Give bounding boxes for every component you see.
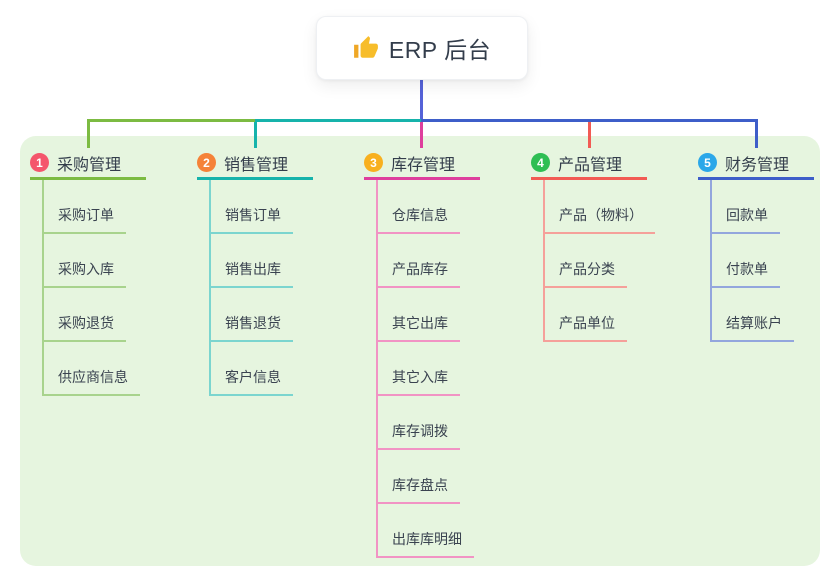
- child-label: 客户信息: [225, 369, 281, 385]
- connector-drop-4: [588, 122, 591, 148]
- child-item[interactable]: 仓库信息: [378, 180, 460, 234]
- child-label: 销售订单: [225, 207, 281, 223]
- child-item[interactable]: 产品分类: [545, 234, 627, 288]
- branch-procurement: 1 采购管理 采购订单采购入库采购退货供应商信息: [30, 148, 146, 396]
- branch-number-badge: 1: [30, 153, 49, 172]
- connector-top-seg-3: [421, 119, 758, 122]
- branch-label: 产品管理: [558, 156, 623, 174]
- connector-top-seg-1: [87, 119, 255, 122]
- child-label: 供应商信息: [58, 369, 128, 385]
- child-label: 采购退货: [58, 315, 114, 331]
- child-item[interactable]: 采购订单: [44, 180, 126, 234]
- child-item[interactable]: 销售订单: [211, 180, 293, 234]
- branch-number-badge: 3: [364, 153, 383, 172]
- branch-children: 采购订单采购入库采购退货供应商信息: [42, 180, 140, 396]
- child-label: 销售退货: [225, 315, 281, 331]
- branch-number-badge: 4: [531, 153, 550, 172]
- branch-header[interactable]: 1 采购管理: [30, 148, 146, 180]
- child-label: 采购订单: [58, 207, 114, 223]
- branch-inventory: 3 库存管理 仓库信息产品库存其它出库其它入库库存调拨库存盘点出库库明细: [364, 148, 480, 558]
- child-label: 产品单位: [559, 315, 615, 331]
- child-label: 采购入库: [58, 261, 114, 277]
- child-item[interactable]: 出库库明细: [378, 504, 474, 558]
- child-item[interactable]: 库存调拨: [378, 396, 460, 450]
- child-item[interactable]: 产品单位: [545, 288, 627, 342]
- branch-children: 回款单付款单结算账户: [710, 180, 794, 342]
- child-item[interactable]: 销售出库: [211, 234, 293, 288]
- branch-sales: 2 销售管理 销售订单销售出库销售退货客户信息: [197, 148, 313, 396]
- child-item[interactable]: 其它入库: [378, 342, 460, 396]
- branch-label: 库存管理: [391, 156, 456, 174]
- connector-drop-2: [254, 122, 257, 148]
- branch-header[interactable]: 2 销售管理: [197, 148, 313, 180]
- child-label: 仓库信息: [392, 207, 448, 223]
- root-title: ERP 后台: [388, 37, 492, 63]
- child-label: 其它出库: [392, 315, 448, 331]
- branch-number-badge: 5: [698, 153, 717, 172]
- child-item[interactable]: 库存盘点: [378, 450, 460, 504]
- child-item[interactable]: 供应商信息: [44, 342, 140, 396]
- connector-top-seg-2: [255, 119, 421, 122]
- child-item[interactable]: 付款单: [712, 234, 780, 288]
- child-label: 产品分类: [559, 261, 615, 277]
- branch-label: 财务管理: [725, 156, 790, 174]
- background-panel: [20, 136, 820, 566]
- child-label: 库存盘点: [392, 477, 448, 493]
- branch-children: 销售订单销售出库销售退货客户信息: [209, 180, 293, 396]
- branch-children: 产品（物料） 产品分类产品单位: [543, 180, 655, 342]
- child-label: 其它入库: [392, 369, 448, 385]
- branch-product: 4 产品管理 产品（物料） 产品分类产品单位: [531, 148, 655, 342]
- connector-drop-1: [87, 119, 90, 148]
- connector-drop-3: [420, 122, 423, 148]
- child-label: 付款单: [726, 261, 768, 277]
- branch-label: 销售管理: [224, 156, 289, 174]
- child-item[interactable]: 结算账户: [712, 288, 794, 342]
- branch-header[interactable]: 4 产品管理: [531, 148, 647, 180]
- child-item[interactable]: 产品库存: [378, 234, 460, 288]
- branch-finance: 5 财务管理 回款单付款单结算账户: [698, 148, 814, 342]
- child-label: 产品（物料）: [559, 207, 643, 223]
- child-item[interactable]: 回款单: [712, 180, 780, 234]
- branch-number-badge: 2: [197, 153, 216, 172]
- child-item[interactable]: 采购入库: [44, 234, 126, 288]
- child-item[interactable]: 其它出库: [378, 288, 460, 342]
- thumbs-up-icon: [353, 35, 379, 61]
- child-item[interactable]: 采购退货: [44, 288, 126, 342]
- root-node[interactable]: ERP 后台: [316, 16, 528, 80]
- child-label: 销售出库: [225, 261, 281, 277]
- connector-root: [420, 78, 423, 119]
- child-label: 回款单: [726, 207, 768, 223]
- child-label: 库存调拨: [392, 423, 448, 439]
- child-item[interactable]: 销售退货: [211, 288, 293, 342]
- branch-header[interactable]: 5 财务管理: [698, 148, 814, 180]
- child-item[interactable]: 客户信息: [211, 342, 293, 396]
- child-label: 出库库明细: [392, 531, 462, 547]
- branch-children: 仓库信息产品库存其它出库其它入库库存调拨库存盘点出库库明细: [376, 180, 474, 558]
- branch-header[interactable]: 3 库存管理: [364, 148, 480, 180]
- child-item[interactable]: 产品（物料）: [545, 180, 655, 234]
- child-label: 产品库存: [392, 261, 448, 277]
- connector-drop-5: [755, 119, 758, 148]
- child-label: 结算账户: [726, 315, 782, 331]
- branch-label: 采购管理: [57, 156, 122, 174]
